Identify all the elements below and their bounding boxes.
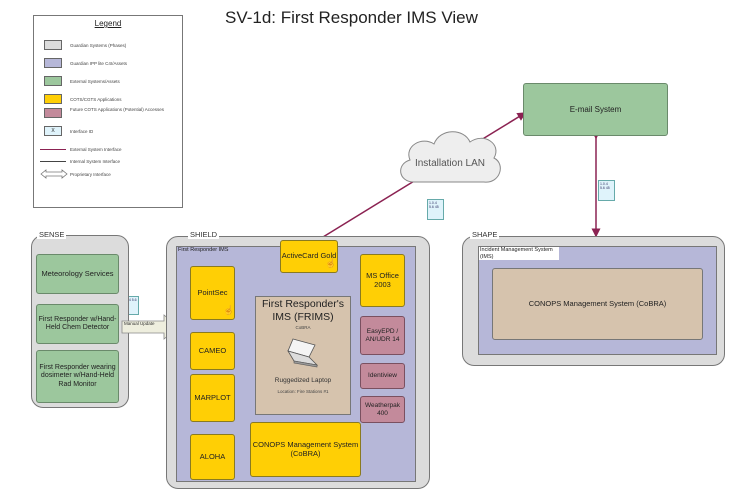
hand-cursor-icon: ☝ <box>223 305 235 315</box>
meteorology-services-label: Meteorology Services <box>41 268 114 278</box>
aloha-label: ALOHA <box>199 451 226 461</box>
frims-subtitle: CoBRA <box>295 325 311 330</box>
shape-conops-label: CONOPS Management System (CoBRA) <box>528 298 667 308</box>
legend-swatch-future-cots <box>44 108 62 118</box>
marplot[interactable]: MARPLOT <box>190 374 235 422</box>
easyepd-label: EasyEPD / AN/UDR 14 <box>365 328 400 343</box>
pointsec-label: PointSec <box>197 287 228 297</box>
meteorology-services[interactable]: Meteorology Services <box>36 254 119 294</box>
shield-label: SHIELD <box>188 230 220 239</box>
cameo[interactable]: CAMEO <box>190 332 235 370</box>
legend-swatch-interface-id: X <box>44 126 62 136</box>
chem-detector-responder[interactable]: First Responder w/Hand-Held Chem Detecto… <box>36 304 119 344</box>
interface-id-shape-email: 1.0.4 5.6 45 <box>598 180 615 201</box>
shield-conops-management-system[interactable]: CONOPS Management System (CoBRA) <box>250 422 361 477</box>
interface-id-shield-email: 1.0.4 5.6 45 <box>427 199 444 220</box>
weatherpak[interactable]: Weatherpak 400 <box>360 396 405 423</box>
frims-title: First Responder's IMS (FRIMS) <box>262 298 344 323</box>
legend: Legend Guardian Systems (Phases) Guardia… <box>33 15 183 208</box>
identiview-label: Identiview <box>368 372 397 380</box>
rad-monitor-responder-label: First Responder wearing dosimeter w/Hand… <box>39 364 116 388</box>
legend-line-external <box>40 149 66 150</box>
shape-conops-management-system[interactable]: CONOPS Management System (CoBRA) <box>492 268 703 340</box>
activecard-gold-label: ActiveCard Gold <box>281 251 337 261</box>
legend-arrow-proprietary <box>40 169 68 179</box>
laptop-label: Ruggedized Laptop <box>274 377 332 384</box>
weatherpak-label: Weatherpak 400 <box>365 402 400 417</box>
legend-label: COTS/CGTS Applications <box>70 97 122 102</box>
ms-office[interactable]: MS Office 2003 <box>360 254 405 307</box>
legend-swatch-guardian-systems <box>44 40 62 50</box>
laptop-location: Location: Fire Stations #1 <box>277 389 329 394</box>
installation-lan-cloud: Installation LAN <box>400 131 501 183</box>
first-responder-ims-label: First Responder IMS <box>178 247 229 253</box>
laptop-icon <box>287 338 319 368</box>
hand-cursor-icon: ☝ <box>325 258 337 268</box>
legend-label: Guardian IPP lite C4I/Assets <box>70 61 127 66</box>
legend-label: Proprietary Interface <box>70 172 111 177</box>
ms-office-label: MS Office 2003 <box>366 270 399 289</box>
page-title: SV-1d: First Responder IMS View <box>225 8 478 27</box>
legend-title: Legend <box>94 19 122 28</box>
legend-swatch-external-systems <box>44 76 62 86</box>
legend-label: Internal System Interface <box>70 159 121 164</box>
shield-conops-label: CONOPS Management System (CoBRA) <box>252 439 359 458</box>
legend-line-internal <box>40 161 66 162</box>
installation-lan-label: Installation LAN <box>415 158 485 169</box>
marplot-label: MARPLOT <box>194 392 231 402</box>
aloha[interactable]: ALOHA <box>190 434 235 480</box>
legend-label: Guardian Systems (Phases) <box>70 43 127 48</box>
legend-swatch-c4i-assets <box>44 58 62 68</box>
shape-label: SHAPE <box>470 230 500 239</box>
legend-swatch-cots-applications <box>44 94 62 104</box>
pointsec[interactable]: PointSec <box>190 266 235 320</box>
email-system[interactable]: E-mail System <box>523 83 668 136</box>
activecard-gold[interactable]: ActiveCard Gold <box>280 240 338 273</box>
identiview[interactable]: Identiview <box>360 363 405 389</box>
sense-label: SENSE <box>37 230 67 239</box>
email-system-label: E-mail System <box>569 104 622 114</box>
incident-management-system-label: Incident Management System (IMS) <box>479 247 559 260</box>
easyepd[interactable]: EasyEPD / AN/UDR 14 <box>360 316 405 355</box>
legend-label: Future COTS Applications (Potential) Acc… <box>70 107 165 112</box>
legend-label: Interface ID <box>70 129 94 134</box>
rad-monitor-responder[interactable]: First Responder wearing dosimeter w/Hand… <box>36 350 119 403</box>
manual-update-label: Manual Update <box>124 321 155 326</box>
legend-label: External System Interface <box>70 147 122 152</box>
legend-label: External Systems/Assets <box>70 79 120 84</box>
cameo-label: CAMEO <box>198 345 227 355</box>
chem-detector-responder-label: First Responder w/Hand-Held Chem Detecto… <box>38 315 117 331</box>
